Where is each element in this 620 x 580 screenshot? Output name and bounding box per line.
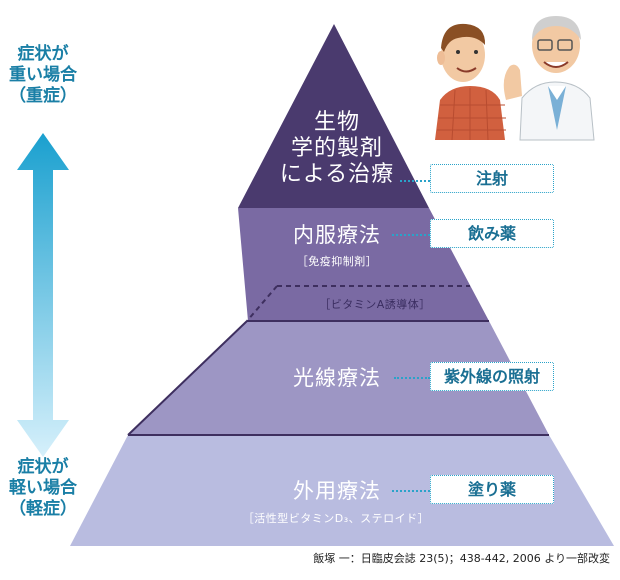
severe-label-line-2: 重い場合: [9, 65, 77, 85]
citation-text: 飯塚 一：日臨皮会誌 23(5)；438-442, 2006 より一部改変: [313, 552, 610, 565]
tier-oral-label: 内服療法: [293, 223, 381, 247]
severe-label-line-3: （重症）: [9, 86, 77, 106]
tier-oral-note: ［免疫抑制剤］: [296, 255, 378, 268]
phototherapy-slant-line: [127, 320, 248, 436]
biologic-line-3: による治療: [279, 162, 395, 187]
vitamin-a-slant-line: [246, 285, 278, 322]
tier-topical-label: 外用療法: [293, 479, 381, 503]
tier-oral-shape: [238, 208, 489, 321]
doctor-patient-illustration: [435, 16, 595, 141]
severity-arrow-icon: [17, 133, 69, 457]
uv-light-box: 紫外線の照射: [430, 362, 554, 391]
uv-light-connector: [394, 377, 430, 379]
tier-phototherapy-shape: [128, 321, 549, 435]
ointment-connector: [392, 490, 430, 492]
oral-medicine-box: 飲み薬: [430, 219, 554, 248]
severe-label-line-1: 症状が: [17, 44, 69, 64]
biologic-line-1: 生物: [313, 110, 360, 135]
tier-biologic-shape: [238, 24, 429, 208]
mild-label-line-3: （軽症）: [9, 499, 77, 519]
ointment-box: 塗り薬: [430, 475, 554, 504]
vitamin-a-note: ［ビタミンA誘導体］: [319, 298, 431, 311]
injection-connector: [400, 180, 430, 182]
mild-case-label: 症状が 軽い場合 （軽症）: [0, 457, 86, 520]
tier-phototherapy-label: 光線療法: [293, 366, 381, 390]
injection-box: 注射: [430, 164, 554, 193]
biologic-line-2: 学的製剤: [290, 136, 383, 161]
tier-topical-shape: [70, 435, 614, 546]
oral-medicine-connector: [392, 234, 430, 236]
tier-biologic-label: 生物 学的製剤 による治療: [272, 110, 402, 188]
mild-label-line-1: 症状が: [17, 457, 69, 477]
tier-topical-note: ［活性型ビタミンD₃、ステロイド］: [242, 512, 430, 525]
severe-case-label: 症状が 重い場合 （重症）: [0, 44, 86, 107]
mild-label-line-2: 軽い場合: [9, 478, 77, 498]
